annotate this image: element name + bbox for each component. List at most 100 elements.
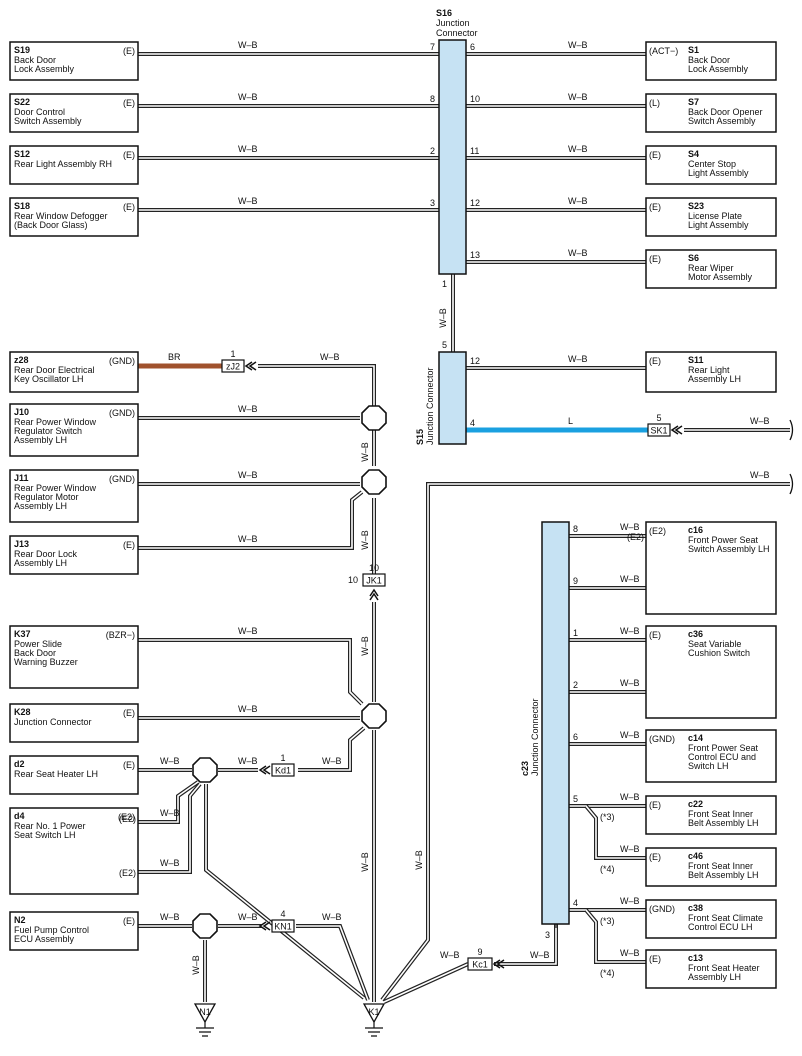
component-name-c36: Seat Variable bbox=[688, 639, 741, 649]
terminal-S6: (E) bbox=[649, 254, 661, 264]
component-S19 bbox=[9, 41, 139, 81]
wire-label: W–B bbox=[620, 730, 640, 740]
connector-kc1-label: Kc1 bbox=[472, 960, 488, 970]
component-code-c13: c13 bbox=[688, 953, 703, 963]
component-name-c14: Switch LH bbox=[688, 761, 729, 771]
terminal-S18: (E) bbox=[123, 202, 135, 212]
component-name-c14: Front Power Seat bbox=[688, 743, 759, 753]
wire-label: W–B bbox=[620, 678, 640, 688]
terminal-S4: (E) bbox=[649, 150, 661, 160]
wire-label: W–B bbox=[568, 354, 588, 364]
component-name-S11: Rear Light bbox=[688, 365, 730, 375]
option-label-4: (*4) bbox=[600, 864, 615, 874]
component-code-K37: K37 bbox=[14, 629, 31, 639]
component-z28 bbox=[9, 351, 139, 393]
terminal-c13: (E) bbox=[649, 954, 661, 964]
wire-label: W–B bbox=[238, 912, 258, 922]
component-name-S22: Switch Assembly bbox=[14, 116, 82, 126]
wire-label: W–B bbox=[160, 756, 180, 766]
terminal-c16: (E2) bbox=[649, 526, 666, 536]
component-K37 bbox=[9, 625, 139, 689]
terminal-S7: (L) bbox=[649, 98, 660, 108]
pin-s16-right: 12 bbox=[470, 198, 480, 208]
terminal-J13: (E) bbox=[123, 540, 135, 550]
component-name-J10: Regulator Switch bbox=[14, 426, 82, 436]
connector-sk1-pin: 5 bbox=[656, 413, 661, 423]
terminal-d4: (E2) bbox=[118, 812, 135, 822]
pin-s16-right: 10 bbox=[470, 94, 480, 104]
wire-label: W–B bbox=[160, 912, 180, 922]
connector-sk1-label: SK1 bbox=[650, 426, 667, 436]
component-name-K28: Junction Connector bbox=[14, 717, 92, 727]
pin-c23: 4 bbox=[573, 898, 578, 908]
component-S6 bbox=[645, 249, 777, 289]
wire-label: W–B bbox=[568, 40, 588, 50]
connector-kn1-pin: 4 bbox=[280, 909, 285, 919]
wire-d4-k1-core bbox=[205, 784, 365, 999]
terminal-c22: (E) bbox=[649, 800, 661, 810]
pin-c23: 6 bbox=[573, 732, 578, 742]
splice-octagon-3 bbox=[361, 703, 387, 729]
ground-n1 bbox=[193, 1003, 217, 1024]
component-name-S19: Lock Assembly bbox=[14, 64, 75, 74]
wire-break-mark bbox=[789, 473, 794, 495]
component-code-S4: S4 bbox=[688, 149, 699, 159]
component-code-J10: J10 bbox=[14, 407, 29, 417]
terminal-z28: (GND) bbox=[109, 356, 135, 366]
component-name-J10: Assembly LH bbox=[14, 435, 67, 445]
component-name-S23: License Plate bbox=[688, 211, 742, 221]
component-name-S7: Back Door Opener bbox=[688, 107, 763, 117]
terminal-J11: (GND) bbox=[109, 474, 135, 484]
component-name-N2: Fuel Pump Control bbox=[14, 925, 89, 935]
component-code-z28: z28 bbox=[14, 355, 29, 365]
connector-zj2-pin: 1 bbox=[230, 349, 235, 359]
wire-k37 bbox=[138, 638, 364, 706]
component-name-c46: Belt Assembly LH bbox=[688, 870, 759, 880]
wire-label: W–B bbox=[238, 196, 258, 206]
component-c13 bbox=[645, 949, 777, 989]
wire-label: W–B bbox=[620, 574, 640, 584]
ground-n1-label: N1 bbox=[199, 1007, 211, 1017]
component-code-c16: c16 bbox=[688, 525, 703, 535]
component-name-S4: Center Stop bbox=[688, 159, 736, 169]
junction-c23-code: c23 bbox=[520, 761, 530, 776]
wire-label: W–B bbox=[360, 442, 370, 462]
terminal-d4-b: (E2) bbox=[119, 868, 136, 878]
terminal-c36: (E) bbox=[649, 630, 661, 640]
terminal-c46: (E) bbox=[649, 852, 661, 862]
component-name-S1: Lock Assembly bbox=[688, 64, 749, 74]
junction-s16-title: Connector bbox=[436, 28, 478, 38]
wire-label: W–B bbox=[191, 955, 201, 975]
wire-kn1-k1-core bbox=[296, 925, 369, 1001]
component-S11 bbox=[645, 351, 777, 393]
wire-label: W–B bbox=[530, 950, 550, 960]
pin-s16-left: 2 bbox=[430, 146, 435, 156]
junction-s16 bbox=[438, 39, 467, 275]
wire-label: W–B bbox=[160, 858, 180, 868]
connector-jk1-label: JK1 bbox=[366, 576, 382, 586]
pin-c23-bottom: 3 bbox=[545, 930, 550, 940]
wire-label: W–B bbox=[620, 844, 640, 854]
junction-s15 bbox=[438, 351, 467, 445]
components-layer bbox=[9, 39, 777, 989]
terminal-S22: (E) bbox=[123, 98, 135, 108]
component-code-c22: c22 bbox=[688, 799, 703, 809]
ground-n1-symbol bbox=[196, 1022, 214, 1037]
wire-j13-core bbox=[138, 491, 363, 549]
component-name-z28: Key Oscillator LH bbox=[14, 374, 84, 384]
pin-c23: 8 bbox=[573, 524, 578, 534]
junction-s16-code: S16 bbox=[436, 8, 452, 18]
component-name-J11: Assembly LH bbox=[14, 501, 67, 511]
pin-c23: 9 bbox=[573, 576, 578, 586]
component-code-K28: K28 bbox=[14, 707, 31, 717]
connector-sk1-arrow bbox=[670, 425, 683, 435]
component-name-z28: Rear Door Electrical bbox=[14, 365, 95, 375]
wire-label: W–B bbox=[750, 416, 770, 426]
component-name-S7: Switch Assembly bbox=[688, 116, 756, 126]
component-code-J13: J13 bbox=[14, 539, 29, 549]
component-d4 bbox=[9, 807, 139, 895]
component-code-J11: J11 bbox=[14, 473, 29, 483]
component-name-K37: Back Door bbox=[14, 648, 56, 658]
ground-k1-label: K1 bbox=[368, 1007, 379, 1017]
component-name-S6: Rear Wiper bbox=[688, 263, 734, 273]
